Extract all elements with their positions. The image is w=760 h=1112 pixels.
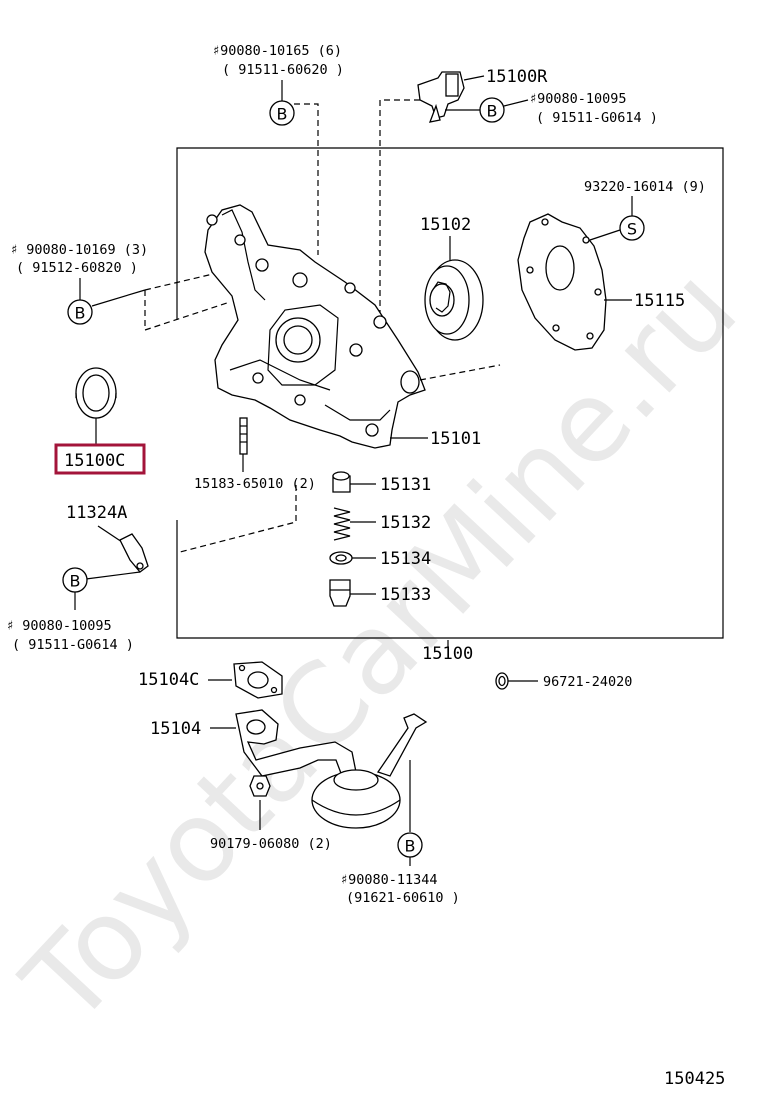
assembly-frame [176, 147, 724, 639]
oil-strainer[interactable] [235, 709, 428, 829]
label-15100R[interactable]: 15100R [486, 67, 548, 87]
label-11324A[interactable]: 11324A [66, 503, 127, 523]
bolt-sensor-part-number[interactable]: ♯90080-10095 [529, 91, 627, 107]
svg-text:B: B [75, 304, 86, 323]
bolt-b-left[interactable]: B [67, 299, 93, 325]
bolt-b-top[interactable]: B [269, 100, 295, 126]
label-15104C[interactable]: 15104C [138, 670, 199, 690]
bolt-b-bracket[interactable]: B [62, 567, 88, 593]
stud-s[interactable]: S [619, 215, 645, 241]
bolt-top-alt-number[interactable]: ( 91511-60620 ) [222, 62, 344, 78]
nut-90179[interactable] [249, 775, 271, 797]
label-15104[interactable]: 15104 [150, 719, 201, 739]
highlight-box [54, 443, 146, 475]
camshaft-position-sensor[interactable] [417, 71, 465, 123]
label-15133[interactable]: 15133 [380, 585, 431, 605]
bolt-left-alt-number[interactable]: ( 91512-60820 ) [16, 260, 138, 276]
assembly-label[interactable]: 15100 [422, 644, 473, 664]
relief-valve[interactable] [332, 471, 351, 493]
svg-text:B: B [70, 572, 81, 591]
pump-cover[interactable] [517, 213, 607, 351]
svg-text:B: B [277, 105, 288, 124]
label-15101[interactable]: 15101 [430, 429, 481, 449]
pump-rotor[interactable] [424, 259, 484, 341]
bolt-bottom-alt-number[interactable]: (91621-60610 ) [346, 890, 460, 906]
label-15134[interactable]: 15134 [380, 549, 431, 569]
relief-spring[interactable] [333, 507, 351, 541]
oil-seal[interactable] [75, 367, 117, 419]
label-15132[interactable]: 15132 [380, 513, 431, 533]
label-15102[interactable]: 15102 [420, 215, 471, 235]
svg-text:S: S [627, 220, 637, 239]
gasket-15134[interactable] [329, 551, 353, 565]
label-15131[interactable]: 15131 [380, 475, 431, 495]
label-15183[interactable]: 15183-65010 (2) [194, 476, 316, 492]
bolt-bracket-part-number[interactable]: ♯ 90080-10095 [6, 618, 112, 634]
oil-pump-body[interactable] [204, 204, 426, 449]
bolt-bracket-alt-number[interactable]: ( 91511-G0614 ) [12, 637, 134, 653]
diagram-id: 150425 [664, 1069, 725, 1089]
bolt-b-bottom[interactable]: B [397, 832, 423, 858]
label-90179[interactable]: 90179-06080 (2) [210, 836, 332, 852]
bolt-b-sensor[interactable]: B [479, 97, 505, 123]
label-15100C[interactable]: 15100C [64, 451, 125, 471]
bracket-11324A[interactable] [119, 533, 149, 573]
plug-15133[interactable] [329, 579, 351, 607]
bolt-left-part-number[interactable]: ♯ 90080-10169 (3) [10, 242, 148, 258]
svg-text:B: B [405, 837, 416, 856]
label-15115[interactable]: 15115 [634, 291, 685, 311]
label-96721[interactable]: 96721-24020 [543, 674, 632, 690]
bolt-bottom-part-number[interactable]: ♯90080-11344 [340, 872, 438, 888]
bolt-sensor-alt-number[interactable]: ( 91511-G0614 ) [536, 110, 658, 126]
svg-text:B: B [487, 102, 498, 121]
stud-pin[interactable] [239, 417, 248, 455]
stud-part-number[interactable]: 93220-16014 (9) [584, 179, 706, 195]
bolt-top-part-number[interactable]: ♯90080-10165 (6) [212, 43, 342, 59]
gasket-15104C[interactable] [233, 661, 283, 699]
o-ring[interactable] [495, 672, 509, 690]
